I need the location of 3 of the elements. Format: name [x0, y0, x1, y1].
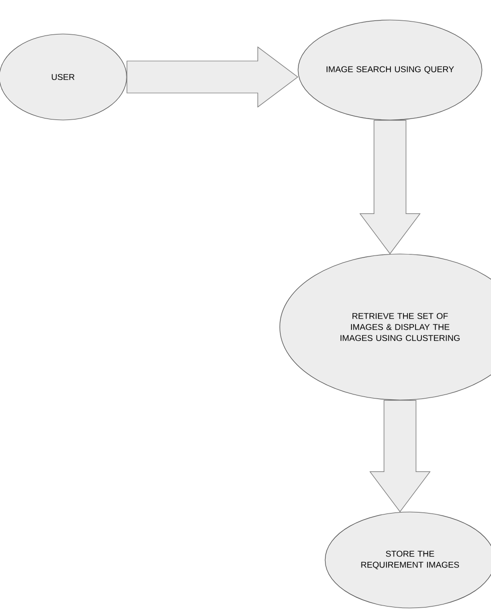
block-arrow [369, 400, 431, 512]
block-arrow [359, 120, 421, 254]
block-arrow [126, 46, 298, 108]
